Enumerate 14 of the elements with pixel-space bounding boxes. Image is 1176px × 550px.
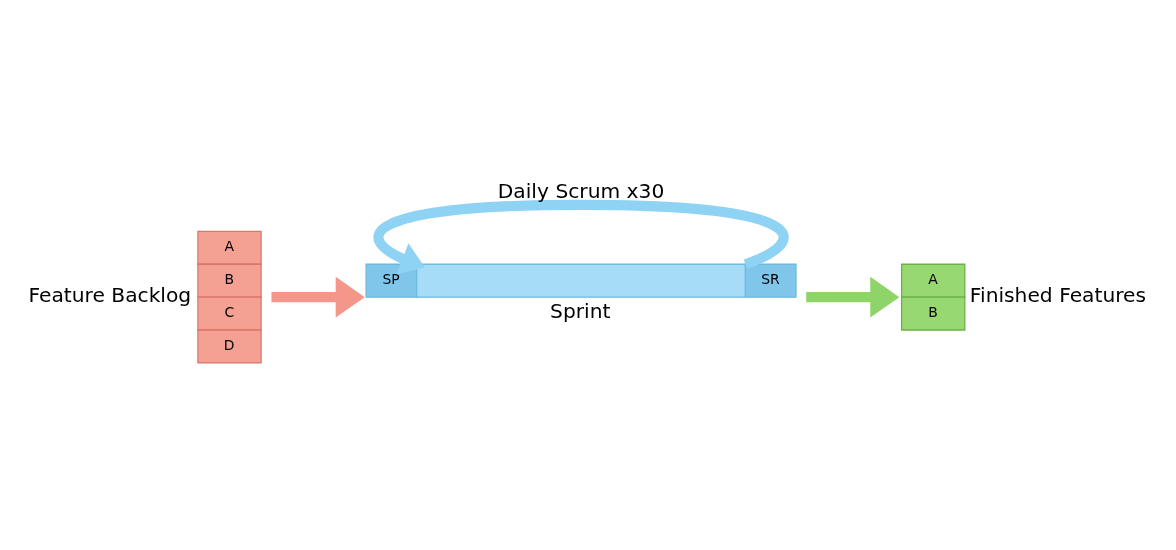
arrow <box>806 276 900 318</box>
label: A <box>928 271 938 288</box>
arrow <box>271 276 365 318</box>
label: SR <box>761 271 780 288</box>
node-label: Feature Backlog <box>28 282 192 307</box>
label: SP <box>382 271 400 288</box>
node-label: Sprint <box>550 299 611 324</box>
label: B <box>928 304 938 321</box>
label: D <box>223 336 235 353</box>
label: A <box>224 238 234 255</box>
edge-label: Daily Scrum x30 <box>497 179 665 204</box>
node-label: Finished Features <box>969 282 1147 307</box>
label: B <box>224 271 234 288</box>
label: C <box>224 304 235 321</box>
